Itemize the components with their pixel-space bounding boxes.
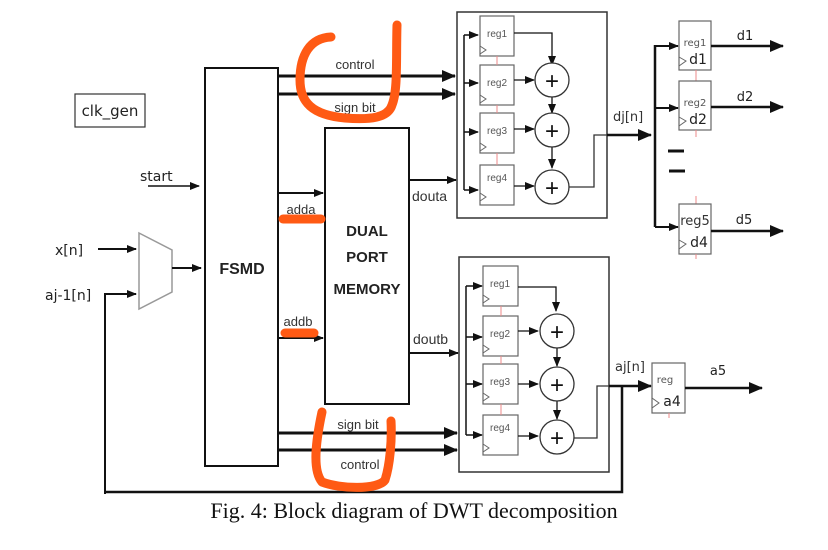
dj-label: dj[n]	[613, 110, 643, 125]
aj-bus: aj[n]	[105, 360, 652, 494]
detail-reg-d2: reg2 d2 d2	[678, 80, 784, 131]
detail-reg1-value: d1	[689, 52, 707, 68]
adda-label: adda	[287, 202, 317, 217]
address-lines: adda addb	[278, 189, 324, 342]
lower-adder-3: +	[539, 419, 575, 455]
upper-reg3: reg3	[479, 112, 515, 154]
detail-reg5-label: reg5	[680, 214, 710, 229]
upper-filter-block: reg1 reg2 reg3 reg4 +	[456, 11, 608, 219]
plus-icon: +	[550, 425, 564, 452]
detail-reg-d1: reg1 d1 d1	[678, 20, 784, 71]
lower-adder-1: +	[539, 313, 575, 349]
lower-reg4: reg4	[482, 414, 519, 456]
plus-icon: +	[550, 372, 564, 399]
approx-reg-a4: reg a4 a5	[651, 362, 763, 414]
detail-reg5-value: d4	[690, 235, 708, 251]
approx-reg-value: a4	[663, 394, 681, 410]
lower-reg2-label: reg2	[490, 329, 510, 340]
control-top-label: control	[335, 57, 374, 72]
sign-bit-bottom-label: sign bit	[337, 417, 379, 432]
detail-reg2-value: d2	[689, 112, 707, 128]
aj-prev-input-label: aj-1[n]	[45, 288, 91, 304]
upper-reg4-label: reg4	[487, 173, 507, 184]
bottom-control-buses: sign bit control	[278, 417, 458, 472]
memory-label-line2: PORT	[346, 249, 388, 266]
input-mux: x[n] aj-1[n]	[45, 231, 202, 494]
fsmd-block: FSMD	[204, 67, 279, 467]
memory-outputs: douta doutb	[409, 176, 459, 357]
dj-bus: dj[n]	[607, 42, 685, 231]
feedback-line	[105, 386, 624, 494]
lower-reg2: reg2	[482, 315, 519, 357]
doutb-label: doutb	[413, 331, 448, 347]
upper-reg1-label: reg1	[487, 29, 507, 40]
memory-label-line3: MEMORY	[334, 281, 401, 298]
lower-reg3-label: reg3	[490, 377, 510, 388]
annotation-top-bracket	[295, 20, 402, 124]
plus-icon: +	[545, 118, 559, 145]
dual-port-memory: DUAL PORT MEMORY	[324, 127, 410, 405]
d2-output-label: d2	[737, 90, 754, 105]
plus-icon: +	[545, 68, 559, 95]
d1-output-label: d1	[737, 29, 754, 44]
sign-bit-top-label: sign bit	[334, 100, 376, 115]
dwt-block-diagram: clk_gen start x[n] aj-1[n] FSMD DUAL POR…	[45, 11, 784, 494]
detail-reg-d5: reg5 d4 d5	[678, 203, 784, 255]
fsmd-label: FSMD	[219, 261, 264, 278]
aj-label: aj[n]	[615, 360, 645, 375]
upper-adder-3: +	[534, 169, 570, 205]
upper-reg2: reg2	[479, 64, 515, 106]
upper-adder-1: +	[534, 62, 570, 98]
detail-reg2-label: reg2	[684, 98, 707, 109]
memory-label-line1: DUAL	[346, 223, 388, 240]
figure-caption: Fig. 4: Block diagram of DWT decompositi…	[210, 498, 618, 523]
lower-filter-block: reg1 reg2 reg3 reg4 +	[458, 256, 610, 473]
approx-reg-label: reg	[657, 375, 673, 386]
lower-reg3: reg3	[482, 363, 519, 405]
lower-reg4-label: reg4	[490, 423, 510, 434]
a5-output-label: a5	[710, 364, 726, 379]
lower-reg1-label: reg1	[490, 279, 510, 290]
clk-gen-label: clk_gen	[82, 102, 139, 121]
annotation-bottom-bracket	[311, 407, 396, 492]
x-input-label: x[n]	[55, 243, 83, 259]
upper-adder-2: +	[534, 112, 570, 148]
douta-label: douta	[412, 188, 447, 204]
detail-reg1-label: reg1	[684, 38, 707, 49]
upper-reg1: reg1	[479, 15, 515, 57]
upper-reg4: reg4	[479, 164, 515, 206]
clk-gen-block: clk_gen	[74, 93, 146, 128]
top-control-buses: control sign bit	[278, 57, 456, 115]
plus-icon: +	[550, 319, 564, 346]
hand-annotations	[278, 20, 402, 492]
start-label: start	[140, 169, 173, 185]
control-bottom-label: control	[340, 457, 379, 472]
start-input: start	[140, 169, 200, 190]
lower-adder-2: +	[539, 366, 575, 402]
lower-reg1: reg1	[482, 265, 519, 307]
addb-label: addb	[284, 314, 313, 329]
upper-reg2-label: reg2	[487, 78, 507, 89]
plus-icon: +	[545, 175, 559, 202]
upper-reg3-label: reg3	[487, 126, 507, 137]
d5-output-label: d5	[736, 213, 753, 228]
